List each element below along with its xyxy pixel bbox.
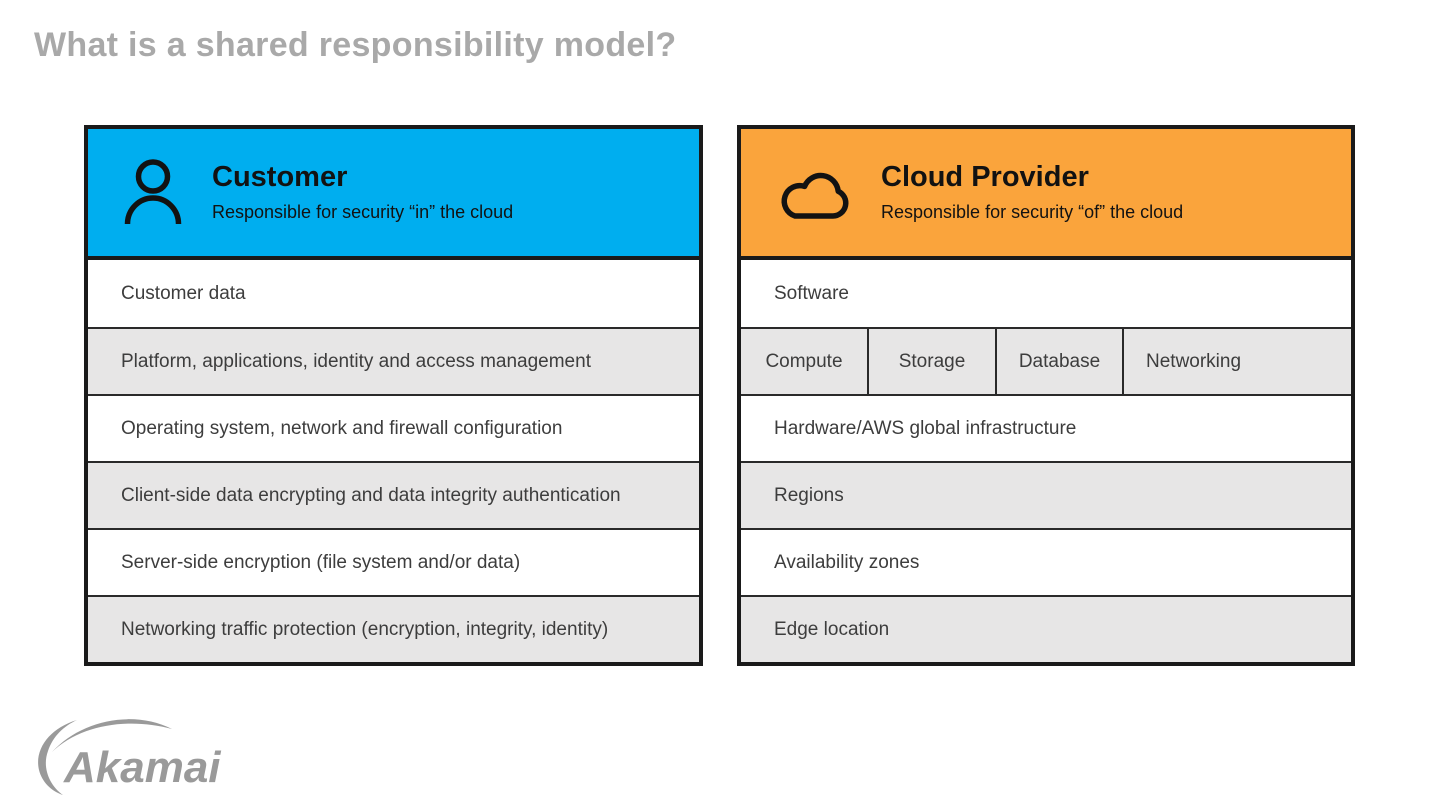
akamai-swoosh-crescent [38, 720, 77, 795]
cell-database: Database [995, 329, 1122, 394]
cloud-provider-panel-body: Software Compute Storage Database Networ… [737, 260, 1355, 666]
table-row: Platform, applications, identity and acc… [88, 327, 699, 394]
row-label: Edge location [774, 618, 890, 640]
row-label: Hardware/AWS global infrastructure [774, 417, 1077, 439]
row-label: Software [774, 282, 849, 304]
akamai-logo-text: Akamai [63, 743, 221, 792]
akamai-logo: Akamai [30, 716, 230, 796]
customer-panel: Customer Responsible for security “in” t… [84, 125, 703, 666]
table-row: Availability zones [741, 528, 1351, 595]
cloud-provider-panel-header: Cloud Provider Responsible for security … [737, 125, 1355, 260]
page-title: What is a shared responsibility model? [34, 26, 677, 64]
row-label: Availability zones [774, 551, 920, 573]
table-row: Regions [741, 461, 1351, 528]
cloud-provider-panel-subtitle: Responsible for security “of” the cloud [881, 201, 1184, 222]
row-label: Server-side encryption (file system and/… [121, 551, 521, 573]
table-row-split: Compute Storage Database Networking [741, 327, 1351, 394]
table-row: Networking traffic protection (encryptio… [88, 595, 699, 662]
row-label: Regions [774, 484, 844, 506]
customer-panel-subtitle: Responsible for security “in” the cloud [212, 201, 514, 222]
row-label: Customer data [121, 282, 246, 304]
cell-storage: Storage [867, 329, 995, 394]
table-row: Edge location [741, 595, 1351, 662]
table-row: Customer data [88, 260, 699, 327]
table-row: Client-side data encrypting and data int… [88, 461, 699, 528]
cell-networking: Networking [1122, 329, 1351, 394]
cloud-provider-panel: Cloud Provider Responsible for security … [737, 125, 1355, 666]
table-row: Server-side encryption (file system and/… [88, 528, 699, 595]
row-label: Networking traffic protection (encryptio… [121, 618, 609, 640]
table-row: Software [741, 260, 1351, 327]
cloud-provider-header-text: Cloud Provider Responsible for security … [881, 161, 1184, 223]
cell-compute: Compute [765, 350, 843, 372]
cloud-icon [777, 166, 851, 220]
cloud-provider-panel-title: Cloud Provider [881, 161, 1089, 194]
row-label: Operating system, network and firewall c… [121, 417, 563, 439]
row-label: Platform, applications, identity and acc… [121, 350, 591, 372]
customer-header-text: Customer Responsible for security “in” t… [212, 161, 514, 223]
row-label: Client-side data encrypting and data int… [121, 484, 621, 506]
table-row: Operating system, network and firewall c… [88, 394, 699, 461]
table-row: Hardware/AWS global infrastructure [741, 394, 1351, 461]
customer-panel-body: Customer data Platform, applications, id… [84, 260, 703, 666]
customer-panel-title: Customer [212, 161, 348, 194]
person-icon [124, 158, 182, 227]
customer-panel-header: Customer Responsible for security “in” t… [84, 125, 703, 260]
